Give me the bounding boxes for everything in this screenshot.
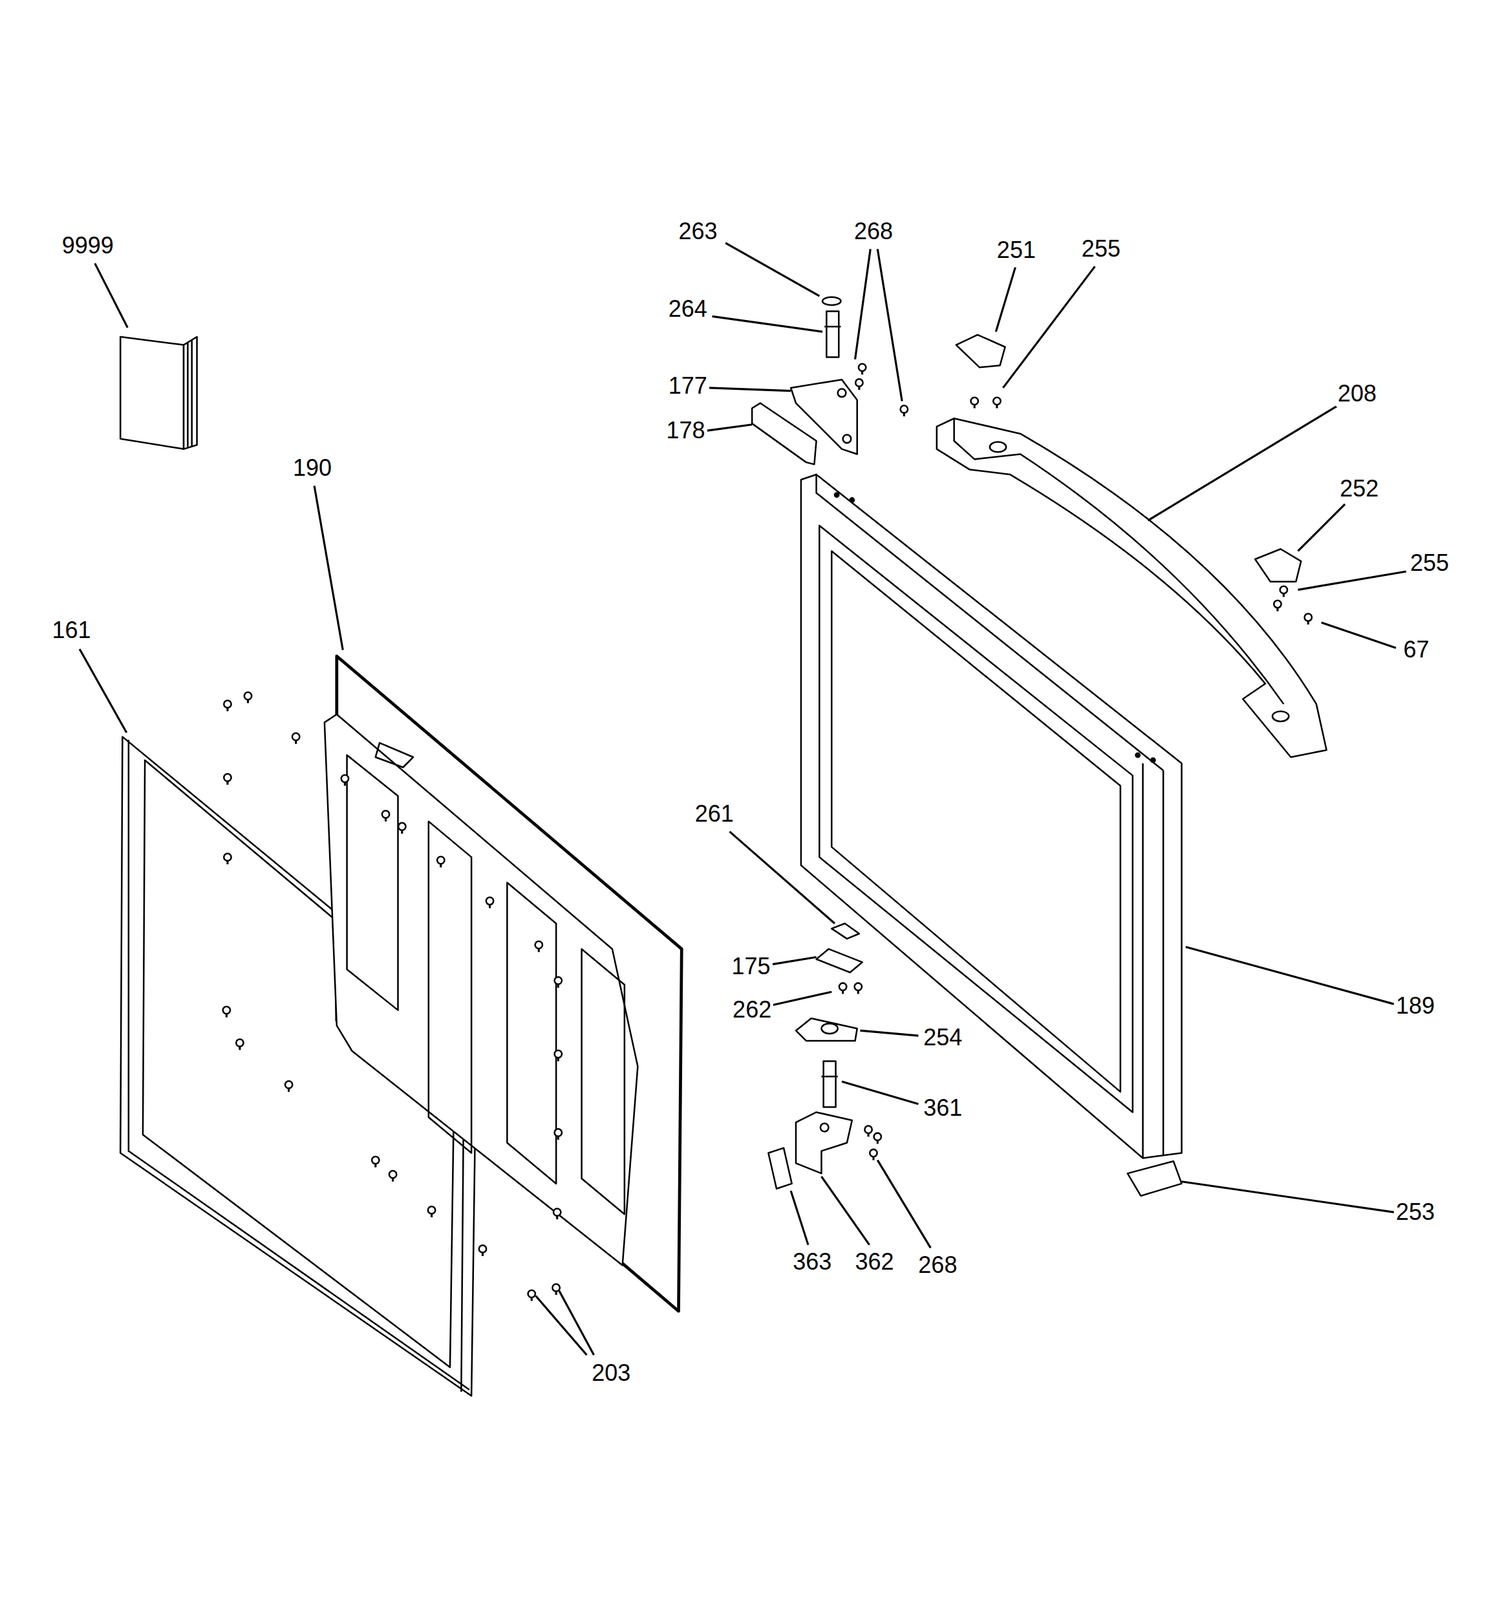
leader-lines <box>79 243 1407 1356</box>
callout-number: 263 <box>676 218 719 245</box>
door-handle <box>936 418 1327 758</box>
callout-number: 264 <box>666 296 710 322</box>
callout-number: 268 <box>852 218 895 245</box>
callout-number: 362 <box>852 1249 896 1275</box>
callout-number: 203 <box>589 1360 633 1387</box>
callout-number: 254 <box>921 1024 965 1051</box>
callout-number: 175 <box>729 953 773 980</box>
callout-number: 255 <box>1079 235 1123 262</box>
callout-number: 178 <box>664 417 708 444</box>
callout-number: 361 <box>921 1095 965 1122</box>
callout-number: 261 <box>693 801 736 827</box>
callout-number: 268 <box>916 1252 959 1279</box>
callout-number: 262 <box>730 996 774 1023</box>
door-outer <box>801 474 1182 1158</box>
manual <box>120 336 197 450</box>
callout-number: 252 <box>1337 475 1381 502</box>
callout-number: 190 <box>290 455 334 482</box>
lower-hinge <box>768 923 1182 1196</box>
upper-hinge <box>751 296 1301 582</box>
callout-number: 9999 <box>60 232 116 259</box>
callout-number: 255 <box>1408 550 1451 577</box>
screws <box>223 364 1312 1302</box>
door-liner <box>324 656 682 1312</box>
callout-number: 67 <box>1401 636 1432 663</box>
callout-number: 253 <box>1393 1199 1437 1226</box>
callout-number: 177 <box>666 373 710 399</box>
callout-number: 251 <box>995 237 1038 264</box>
callout-number: 363 <box>790 1249 834 1275</box>
callout-number: 189 <box>1393 993 1437 1019</box>
callout-number: 161 <box>49 617 93 644</box>
callout-number: 208 <box>1335 380 1379 407</box>
